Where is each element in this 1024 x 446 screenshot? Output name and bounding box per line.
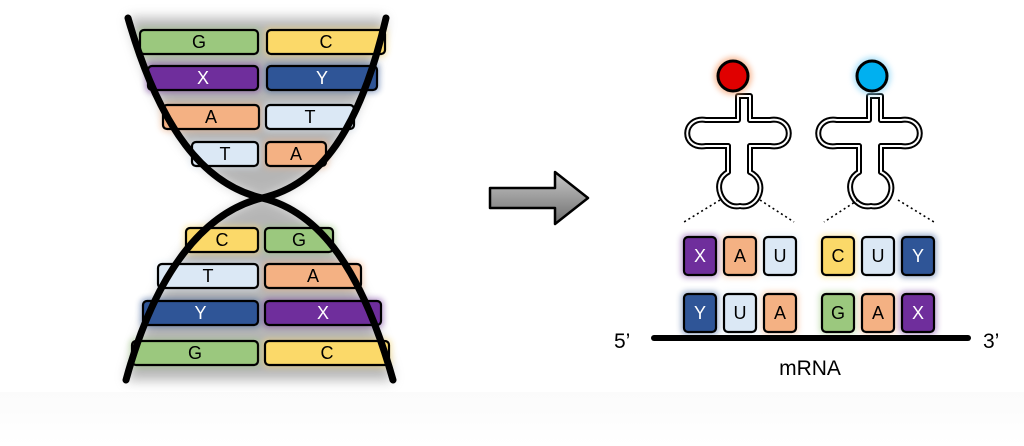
base-letter: G <box>831 303 845 323</box>
base-letter: T <box>220 144 231 164</box>
anticodon-base: A <box>721 234 759 278</box>
three-prime-label: 3’ <box>983 330 999 353</box>
dna-strand-right <box>261 14 397 384</box>
anticodon-base: C <box>819 234 857 278</box>
base-right: A <box>262 261 364 291</box>
base-letter: X <box>197 68 209 88</box>
base-left: T <box>189 139 261 169</box>
base-letter: Y <box>912 246 924 266</box>
base-right: C <box>264 27 388 57</box>
base-letter: A <box>774 303 786 323</box>
codon-base: U <box>721 291 759 335</box>
anticodon-base: U <box>761 234 799 278</box>
anticodon-base: U <box>859 234 897 278</box>
base-letter: U <box>872 246 885 266</box>
base-left: X <box>145 63 261 93</box>
base-right: A <box>263 139 329 169</box>
base-right: C <box>262 338 392 368</box>
base-letter: C <box>216 230 229 250</box>
codon-base: Y <box>681 291 719 335</box>
base-right: X <box>262 298 384 328</box>
codon-base: X <box>899 291 937 335</box>
base-letter: U <box>734 303 747 323</box>
amino-acid-left-icon <box>716 59 750 93</box>
base-letter: Y <box>316 68 328 88</box>
base-left: G <box>129 338 261 368</box>
base-letter: A <box>734 246 746 266</box>
base-letter: G <box>188 343 202 363</box>
anticodon-base: Y <box>899 234 937 278</box>
base-letter: T <box>305 107 316 127</box>
dotted-connectors <box>683 199 935 223</box>
base-letter: C <box>832 246 845 266</box>
base-left: G <box>137 27 261 57</box>
base-right: G <box>262 225 336 255</box>
base-letter: A <box>307 266 319 286</box>
base-letter: X <box>912 303 924 323</box>
codon-base: A <box>761 291 799 335</box>
base-right: Y <box>264 63 380 93</box>
base-left: Y <box>140 298 261 328</box>
right-arrow-icon <box>488 170 590 226</box>
base-letter: U <box>774 246 787 266</box>
base-letter: X <box>317 303 329 323</box>
base-letter: X <box>694 246 706 266</box>
floor-reflection <box>0 392 1024 446</box>
codon-base: A <box>859 291 897 335</box>
base-letter: C <box>321 343 334 363</box>
base-letter: G <box>192 32 206 52</box>
base-letter: A <box>872 303 884 323</box>
mrna-label: mRNA <box>779 357 841 380</box>
base-letter: Y <box>194 303 206 323</box>
base-right: T <box>263 102 357 132</box>
base-letter: C <box>320 32 333 52</box>
five-prime-label: 5’ <box>614 330 630 353</box>
base-letter: A <box>290 144 302 164</box>
trna-right-icon <box>815 93 923 210</box>
base-letter: G <box>292 230 306 250</box>
amino-acid-right-icon <box>855 59 889 93</box>
base-left: T <box>155 261 261 291</box>
anticodon-base: X <box>681 234 719 278</box>
trna-left-icon <box>684 93 792 210</box>
base-letter: Y <box>694 303 706 323</box>
codon-base: G <box>819 291 857 335</box>
base-letter: A <box>205 107 217 127</box>
base-letter: T <box>203 266 214 286</box>
base-left: A <box>160 102 262 132</box>
